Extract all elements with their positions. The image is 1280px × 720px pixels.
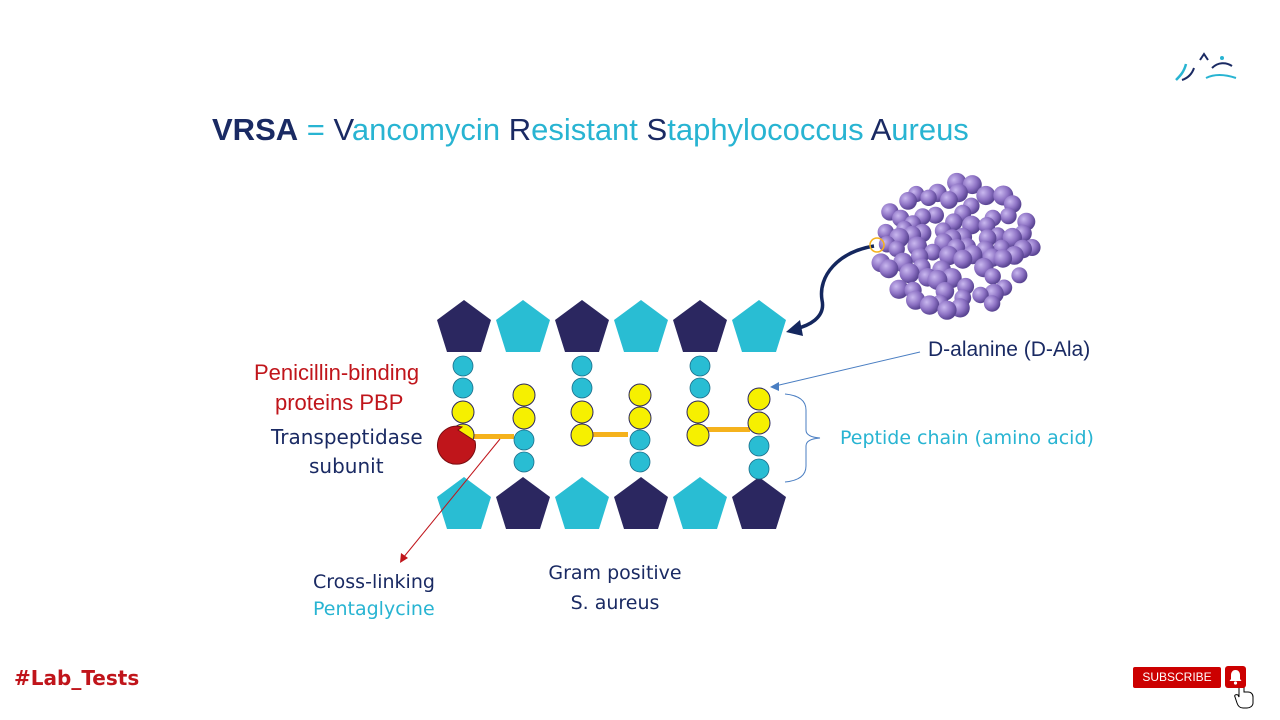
coccus-cell (1011, 267, 1028, 284)
coccus-cell (879, 259, 899, 279)
peptide-chains (451, 355, 771, 480)
sugar-nam-2 (555, 300, 609, 352)
sugar-b-4 (614, 477, 668, 529)
title-acronym: VRSA (212, 112, 299, 147)
coccus-cell (919, 295, 940, 315)
peptide-chain-label: Peptide chain (amino acid) (840, 427, 1094, 449)
top-glycan-chain (437, 300, 786, 352)
crosslinking-line1: Cross-linking (313, 571, 435, 593)
bell-button[interactable] (1225, 666, 1246, 688)
coccus-cell (972, 286, 989, 304)
pbp-label: Penicillin-binding proteins PBP (254, 358, 419, 418)
title-initial-a: A (870, 112, 892, 147)
coccus-cell (924, 243, 942, 261)
zoom-arrow (786, 244, 875, 336)
pbp-transpeptidase-shape (436, 425, 476, 465)
coccus-cell (937, 300, 957, 320)
coccus-cell (976, 185, 996, 206)
channel-logo (1175, 52, 1237, 81)
coccus-cell (983, 295, 1001, 312)
coccus-cell (920, 189, 937, 206)
coccus-cell (899, 263, 920, 284)
coccus-cell (978, 217, 996, 234)
coccus-cell (940, 191, 958, 209)
crosslinking-label: Cross-linking Pentaglycine (313, 569, 435, 623)
transpeptidase-line1: Transpeptidase (271, 425, 423, 449)
title-initial-s: S (646, 112, 668, 147)
staphylococcus-cluster-image (871, 172, 1041, 320)
sugar-nag-1 (496, 300, 550, 352)
peptide-chain-brace (784, 393, 821, 483)
pentaglycine-bridges (470, 427, 750, 439)
title-equals: = (306, 112, 325, 147)
coccus-cell (984, 268, 1001, 285)
bell-icon (1229, 670, 1242, 685)
sugar-nam-3 (673, 300, 727, 352)
transpeptidase-label: Transpeptidase subunit (271, 423, 423, 481)
page-title: VRSA = Vancomycin Resistant Staphylococc… (212, 112, 969, 148)
sugar-b-3 (555, 477, 609, 529)
coccus-cell (927, 206, 944, 224)
gram-line1: Gram positive (548, 562, 682, 584)
coccus-cell (953, 249, 973, 269)
crosslink-pointer (400, 438, 501, 563)
sugar-b-2 (496, 477, 550, 529)
pbp-label-line2: proteins PBP (275, 390, 404, 415)
sugar-b-5 (673, 477, 727, 529)
title-initial-v: V (333, 112, 352, 147)
hand-cursor-icon (1234, 682, 1254, 709)
sugar-nag-2 (614, 300, 668, 352)
sugar-b-6 (732, 477, 786, 529)
sugar-b-1 (437, 477, 491, 529)
title-rest-a: ureus (891, 112, 969, 147)
pentaglycine-line: Pentaglycine (313, 598, 435, 620)
coccus-cell (889, 279, 909, 299)
pbp-label-line1: Penicillin-binding (254, 360, 420, 385)
gram-positive-label: Gram positive S. aureus (544, 558, 686, 618)
title-rest-v: ancomycin (351, 112, 509, 147)
sugar-nam-1 (437, 300, 491, 352)
title-rest-s: taphylococcus (667, 112, 871, 147)
sugar-nag-3 (732, 300, 786, 352)
d-alanine-label: D-alanine (D-Ala) (928, 338, 1091, 361)
coccus-cell (993, 249, 1013, 268)
subscribe-button[interactable]: SUBSCRIBE (1133, 667, 1221, 688)
title-rest-r: esistant (531, 112, 647, 147)
gram-line2: S. aureus (570, 592, 660, 614)
d-alanine-pointer (770, 351, 921, 391)
coccus-cell (1000, 207, 1017, 225)
transpeptidase-line2: subunit (309, 454, 384, 478)
title-initial-r: R (508, 112, 532, 147)
coccus-cell (899, 192, 917, 210)
highlighted-coccus (869, 237, 885, 253)
hashtag-label: #Lab_Tests (14, 666, 140, 690)
bottom-glycan-chain (437, 477, 786, 529)
coccus-cell (962, 175, 982, 195)
